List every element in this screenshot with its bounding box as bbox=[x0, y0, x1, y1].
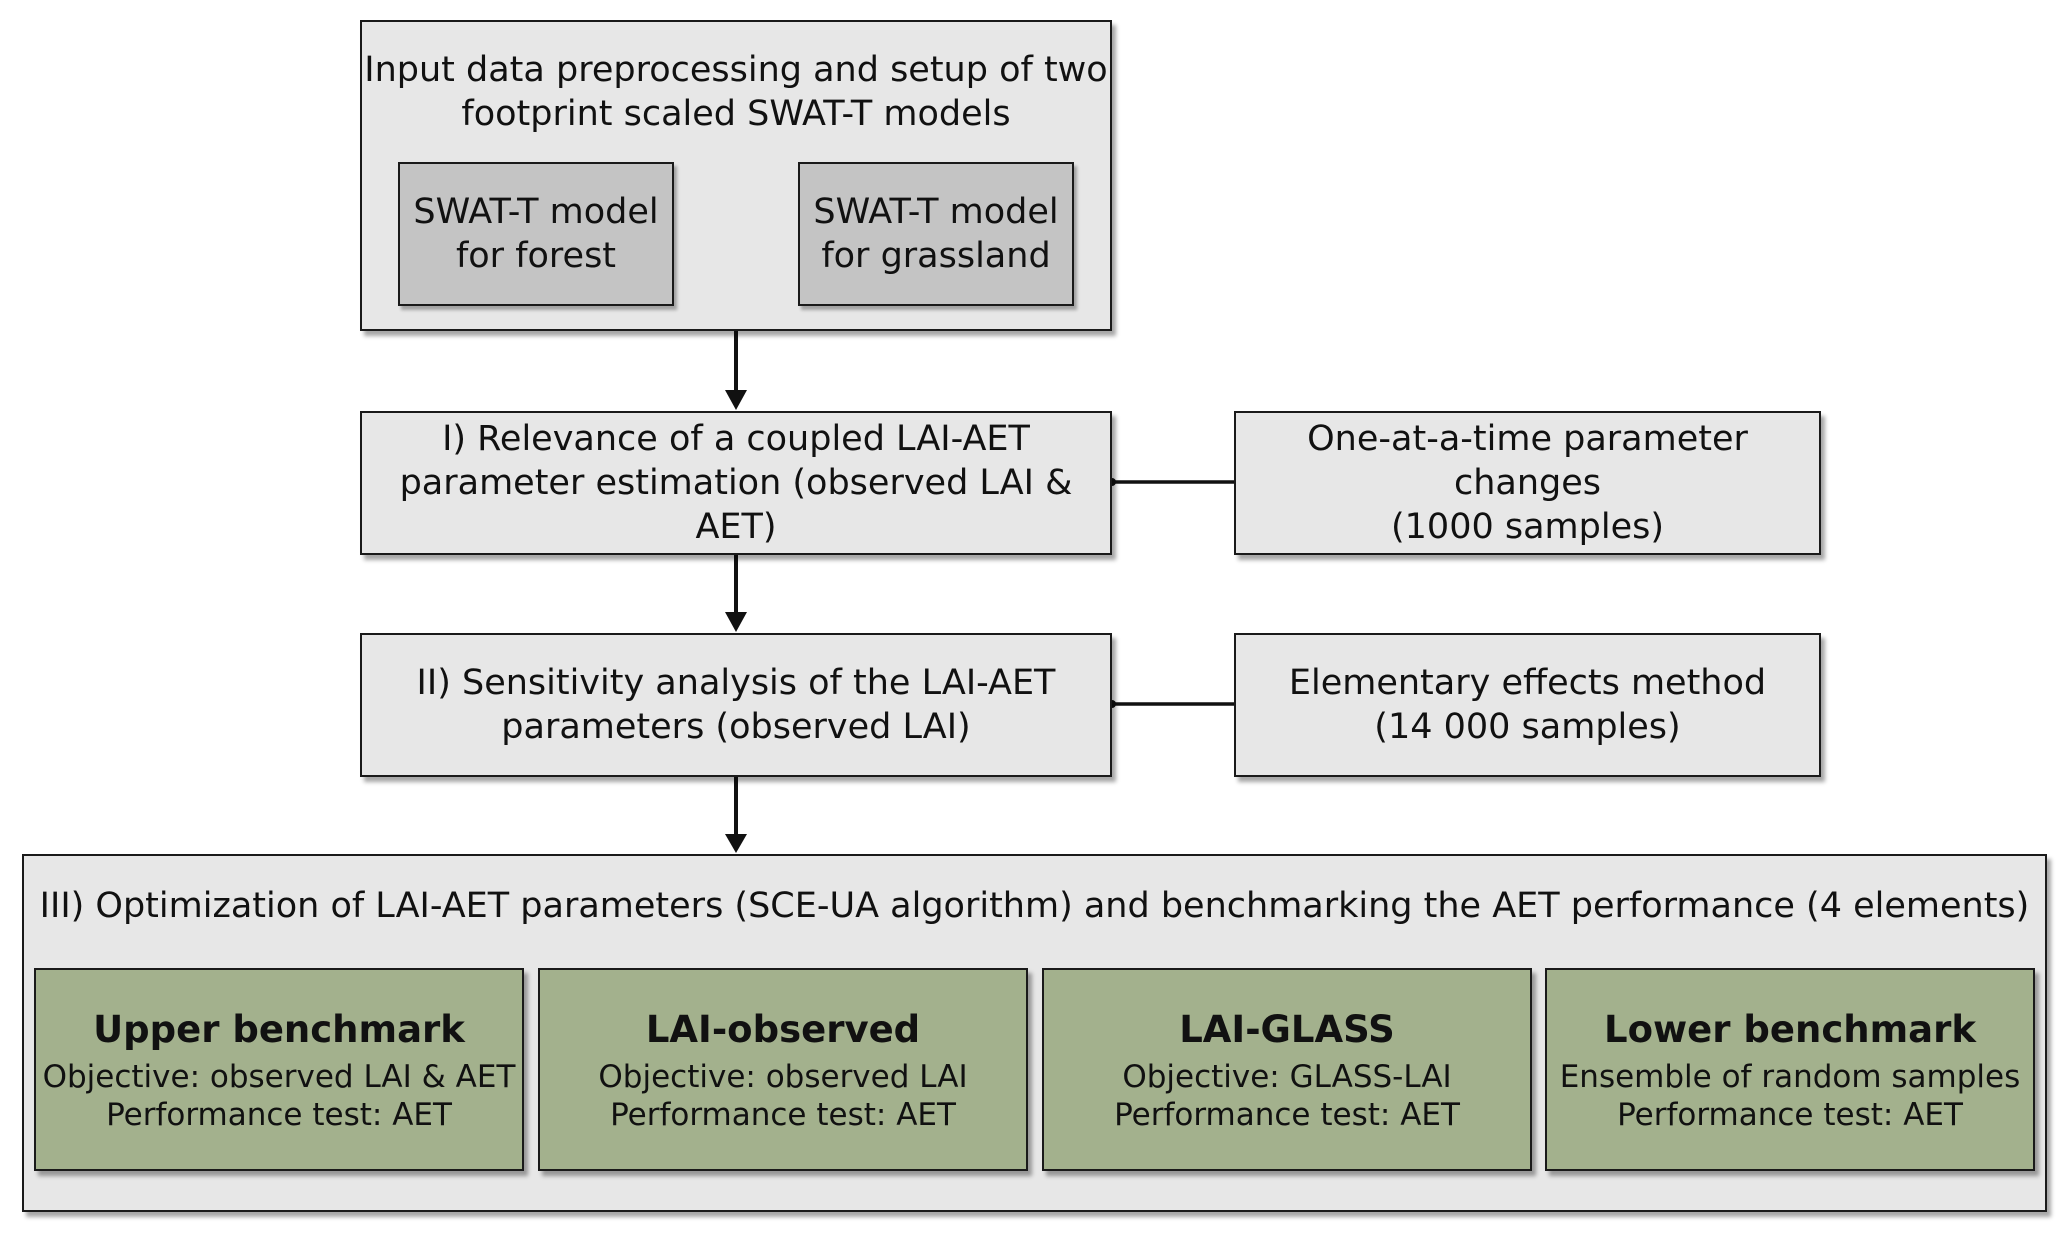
benchmark-lower-box: Lower benchmark Ensemble of random sampl… bbox=[1545, 968, 2035, 1171]
oat-line1: One-at-a-time parameter changes bbox=[1307, 419, 1748, 503]
benchmark-lai-observed-box: LAI-observed Objective: observed LAI Per… bbox=[538, 968, 1028, 1171]
swat-grassland-line1: SWAT-T model bbox=[813, 192, 1059, 232]
connector-step1-oat bbox=[1108, 478, 1234, 486]
arrow-step1-to-step2 bbox=[725, 555, 747, 632]
step2-line2: parameters (observed LAI) bbox=[501, 707, 971, 747]
ee-line2: (14 000 samples) bbox=[1374, 707, 1681, 747]
benchmark-objective: Objective: observed LAI & AET bbox=[42, 1058, 516, 1095]
step2-line1: II) Sensitivity analysis of the LAI-AET bbox=[416, 663, 1056, 703]
elementary-effects-box: Elementary effects method (14 000 sample… bbox=[1234, 633, 1821, 777]
swat-grassland-line2: for grassland bbox=[821, 236, 1051, 276]
benchmark-objective: Objective: observed LAI bbox=[598, 1058, 968, 1095]
benchmark-objective: Objective: GLASS-LAI bbox=[1122, 1058, 1452, 1095]
benchmark-lai-glass-box: LAI-GLASS Objective: GLASS-LAI Performan… bbox=[1042, 968, 1532, 1171]
step1-relevance-box: I) Relevance of a coupled LAI-AET parame… bbox=[360, 411, 1112, 555]
swat-forest-box: SWAT-T model for forest bbox=[398, 162, 674, 306]
benchmark-performance: Performance test: AET bbox=[1617, 1096, 1963, 1133]
step1-line2: parameter estimation (observed LAI & AET… bbox=[399, 463, 1073, 547]
benchmark-performance: Performance test: AET bbox=[106, 1096, 452, 1133]
preprocessing-title-line1: Input data preprocessing and setup of tw… bbox=[364, 50, 1108, 90]
benchmark-title: Lower benchmark bbox=[1604, 1007, 1976, 1051]
connector-step2-ee bbox=[1108, 700, 1234, 708]
benchmark-upper-box: Upper benchmark Objective: observed LAI … bbox=[34, 968, 524, 1171]
step3-title: III) Optimization of LAI-AET parameters … bbox=[39, 886, 2030, 926]
benchmark-performance: Performance test: AET bbox=[610, 1096, 956, 1133]
preprocessing-title-line2: footprint scaled SWAT-T models bbox=[461, 94, 1011, 134]
step2-sensitivity-box: II) Sensitivity analysis of the LAI-AET … bbox=[360, 633, 1112, 777]
benchmark-title: LAI-observed bbox=[645, 1007, 921, 1051]
benchmark-title: Upper benchmark bbox=[93, 1007, 465, 1051]
arrow-top-to-step1 bbox=[725, 331, 747, 410]
swat-forest-line1: SWAT-T model bbox=[413, 192, 659, 232]
benchmark-performance: Performance test: AET bbox=[1114, 1096, 1460, 1133]
oat-method-box: One-at-a-time parameter changes (1000 sa… bbox=[1234, 411, 1821, 555]
step1-line1: I) Relevance of a coupled LAI-AET bbox=[442, 419, 1030, 459]
oat-line2: (1000 samples) bbox=[1391, 507, 1664, 547]
swat-grassland-box: SWAT-T model for grassland bbox=[798, 162, 1074, 306]
benchmark-title: LAI-GLASS bbox=[1179, 1007, 1395, 1051]
ee-line1: Elementary effects method bbox=[1288, 663, 1767, 703]
arrow-step2-to-step3 bbox=[725, 777, 747, 853]
benchmark-objective: Ensemble of random samples bbox=[1559, 1058, 2021, 1095]
swat-forest-line2: for forest bbox=[455, 236, 617, 276]
